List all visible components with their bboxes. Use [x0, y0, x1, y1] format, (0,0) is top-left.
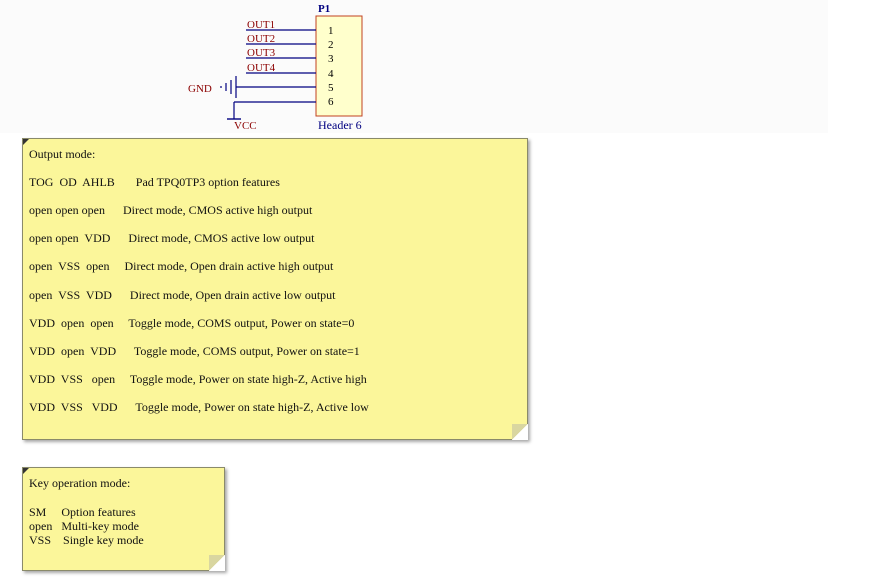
- note-fold-icon: [209, 555, 225, 571]
- key-mode-row: VSS Single key mode: [29, 533, 144, 547]
- note-corner-icon: [23, 468, 29, 474]
- output-mode-row: open VSS open Direct mode, Open drain ac…: [29, 259, 334, 273]
- pin-number-3: 3: [328, 53, 334, 65]
- output-mode-row: VDD VSS VDD Toggle mode, Power on state …: [29, 400, 369, 414]
- net-label-out2: OUT2: [247, 33, 275, 45]
- note-corner-icon: [23, 139, 29, 145]
- output-mode-title: Output mode:: [29, 147, 96, 161]
- ground-symbol-icon: [220, 76, 237, 98]
- key-operation-note: Key operation mode: SM Option features o…: [22, 467, 225, 571]
- header-body: [315, 15, 363, 117]
- part-name-label: Header 6: [318, 118, 362, 132]
- vcc-label: VCC: [234, 120, 257, 132]
- output-mode-row: VDD VSS open Toggle mode, Power on state…: [29, 372, 367, 386]
- key-mode-title: Key operation mode:: [29, 476, 131, 490]
- pin-number-1: 1: [328, 25, 334, 37]
- output-mode-header: TOG OD AHLB Pad TPQ0TP3 option features: [29, 175, 280, 189]
- net-label-out3: OUT3: [247, 47, 276, 59]
- net-label-out4: OUT4: [247, 62, 276, 74]
- designator-label: P1: [318, 3, 330, 15]
- output-mode-row: open open open Direct mode, CMOS active …: [29, 203, 313, 217]
- pin-number-6: 6: [328, 96, 334, 108]
- schematic-sheet-background: [0, 0, 828, 133]
- key-mode-row: open Multi-key mode: [29, 519, 139, 533]
- net-label-out1: OUT1: [247, 19, 275, 31]
- pin-number-2: 2: [328, 39, 334, 51]
- pin-number-4: 4: [328, 68, 334, 80]
- pin-number-5: 5: [328, 82, 334, 94]
- output-mode-note: Output mode: TOG OD AHLB Pad TPQ0TP3 opt…: [22, 138, 528, 440]
- gnd-label: GND: [188, 83, 212, 95]
- output-mode-row: open open VDD Direct mode, CMOS active l…: [29, 231, 315, 245]
- output-mode-row: VDD open VDD Toggle mode, COMS output, P…: [29, 344, 360, 358]
- output-mode-row: VDD open open Toggle mode, COMS output, …: [29, 316, 355, 330]
- note-fold-icon: [512, 424, 528, 440]
- output-mode-row: open VSS VDD Direct mode, Open drain act…: [29, 288, 336, 302]
- key-mode-header: SM Option features: [29, 505, 136, 519]
- header-schematic: P1 Header 6 1 2 3 4 5 6 OUT1 OUT2 OUT3 O…: [0, 0, 828, 133]
